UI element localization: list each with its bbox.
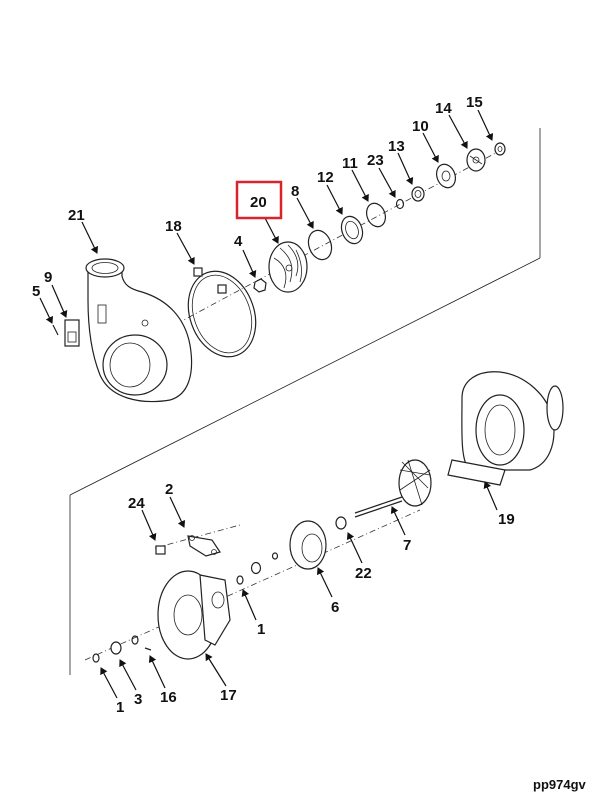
- label-17: 17: [220, 687, 237, 704]
- bolt-24: [155, 545, 166, 555]
- small-washers: [236, 552, 279, 585]
- label-24: 24: [128, 495, 145, 512]
- label-22: 22: [355, 565, 372, 582]
- washer-15: [494, 142, 506, 156]
- label-5: 5: [32, 283, 40, 300]
- highlight-box-part-20: [235, 180, 283, 220]
- label-9: 9: [44, 269, 52, 286]
- label-13: 13: [388, 138, 405, 155]
- label-1-lower: 1: [116, 699, 124, 716]
- seal-plate: [340, 215, 364, 245]
- label-11: 11: [342, 155, 358, 172]
- turbine-shaft-wheel: [354, 459, 432, 518]
- label-12: 12: [317, 169, 334, 186]
- label-6: 6: [331, 599, 339, 616]
- label-1-upper: 1: [257, 621, 265, 638]
- ring-22: [335, 516, 347, 530]
- retaining-ring-8: [307, 229, 333, 261]
- label-20: 20: [250, 194, 267, 211]
- snap-ring: [187, 267, 257, 358]
- label-23: 23: [367, 152, 384, 169]
- label-7: 7: [403, 537, 411, 554]
- turbine-housing: [447, 371, 564, 486]
- clamp-plate: [64, 319, 80, 347]
- nut-4: [253, 278, 267, 293]
- label-8: 8: [291, 183, 299, 200]
- label-16: 16: [160, 689, 177, 706]
- spacer-23: [395, 198, 405, 210]
- label-10: 10: [412, 118, 429, 135]
- center-housing: [157, 570, 231, 660]
- bracket: [187, 535, 221, 557]
- bearing-13: [411, 186, 425, 202]
- compressor-housing: [85, 258, 193, 403]
- label-15: 15: [466, 94, 483, 111]
- compressor-wheel: [268, 241, 308, 293]
- o-ring-11: [365, 202, 387, 228]
- label-4: 4: [234, 233, 243, 250]
- label-2: 2: [165, 481, 173, 498]
- label-21: 21: [68, 207, 85, 224]
- label-14: 14: [435, 100, 452, 117]
- leader-lines: [39, 109, 498, 699]
- lower-small-parts: [92, 635, 152, 663]
- thrust-collar-10: [435, 163, 457, 189]
- thrust-bearing-14: [466, 148, 486, 172]
- reference-code: pp974gv: [533, 777, 587, 792]
- screw: [52, 324, 59, 336]
- back-plate: [289, 520, 327, 570]
- label-19: 19: [498, 511, 515, 528]
- label-3: 3: [134, 691, 142, 708]
- label-18: 18: [165, 218, 182, 235]
- part-labels: 21 9 5 18 4 20 8 12 11 23 13 10 14 15 2 …: [32, 94, 515, 716]
